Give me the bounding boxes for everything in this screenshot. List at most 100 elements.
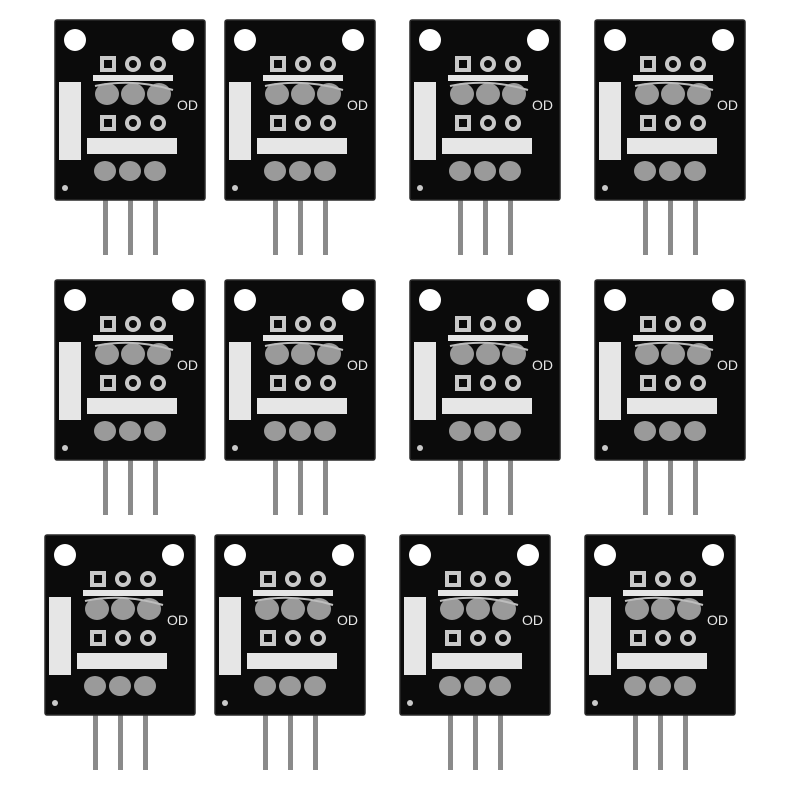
- pcb-board: [44, 534, 196, 716]
- solder-joint: [265, 83, 289, 105]
- solder-joint: [624, 676, 646, 696]
- mounting-hole: [54, 544, 76, 566]
- mounting-hole: [234, 289, 256, 311]
- solder-joint: [119, 161, 141, 181]
- silkscreen-line: [448, 335, 528, 341]
- silkscreen-bar: [59, 342, 81, 420]
- silkscreen-label-bar: [87, 138, 177, 154]
- silkscreen-label-bar: [77, 653, 167, 669]
- mounting-hole: [604, 289, 626, 311]
- silkscreen-line: [263, 75, 343, 81]
- pin: [128, 190, 133, 255]
- solder-joint: [291, 83, 315, 105]
- via: [417, 445, 423, 451]
- mounting-hole: [419, 29, 441, 51]
- solder-joint: [255, 598, 279, 620]
- silkscreen-line: [448, 75, 528, 81]
- sensor-module-5: OD: [54, 279, 215, 530]
- header-pins: [263, 705, 318, 770]
- via: [602, 185, 608, 191]
- pin: [693, 190, 698, 255]
- solder-joints: [439, 596, 519, 620]
- via: [592, 700, 598, 706]
- pad-row-top: [270, 56, 336, 72]
- solder-joint: [265, 343, 289, 365]
- pin: [483, 190, 488, 255]
- solder-joints: [634, 81, 714, 105]
- pad-row-middle: [100, 375, 166, 391]
- pin: [93, 705, 98, 770]
- solder-joint: [95, 83, 119, 105]
- sensor-module-2: OD: [224, 19, 385, 270]
- sensor-module-11: OD: [399, 534, 560, 785]
- pad-row-top: [455, 316, 521, 332]
- pin: [103, 450, 108, 515]
- via: [407, 700, 413, 706]
- header-pins: [273, 190, 328, 255]
- sensor-module-drawing: OD: [399, 534, 551, 770]
- silk-marking: OD: [177, 357, 198, 373]
- sensor-module-drawing: OD: [54, 19, 206, 255]
- silk-marking: OD: [707, 612, 728, 628]
- header-pins: [93, 705, 148, 770]
- header-solder-joints: [449, 421, 521, 441]
- silkscreen-bar: [599, 342, 621, 420]
- solder-joint: [634, 421, 656, 441]
- mounting-hole: [604, 29, 626, 51]
- mounting-hole: [234, 29, 256, 51]
- mounting-hole: [594, 544, 616, 566]
- sensor-module-10: OD: [214, 534, 375, 785]
- pcb-board: [594, 19, 746, 201]
- solder-joint: [111, 598, 135, 620]
- pin: [103, 190, 108, 255]
- pad-row-middle: [640, 375, 706, 391]
- silkscreen-label-bar: [257, 398, 347, 414]
- solder-joint: [94, 421, 116, 441]
- solder-joints: [254, 596, 334, 620]
- silk-marking: OD: [177, 97, 198, 113]
- solder-joint: [674, 676, 696, 696]
- silk-marking: OD: [532, 357, 553, 373]
- mounting-hole: [527, 29, 549, 51]
- solder-joints: [264, 341, 344, 365]
- pin: [273, 450, 278, 515]
- pin: [298, 450, 303, 515]
- solder-joint: [489, 676, 511, 696]
- mounting-hole: [342, 289, 364, 311]
- pcb-board: [399, 534, 551, 716]
- solder-joint: [651, 598, 675, 620]
- header-solder-joints: [264, 161, 336, 181]
- via: [222, 700, 228, 706]
- sensor-module-7: OD: [409, 279, 570, 530]
- solder-joint: [289, 161, 311, 181]
- solder-joint: [499, 421, 521, 441]
- pin: [643, 190, 648, 255]
- pin: [668, 190, 673, 255]
- solder-joint: [474, 161, 496, 181]
- pin: [313, 705, 318, 770]
- solder-joint: [661, 343, 685, 365]
- solder-joint: [109, 676, 131, 696]
- header-pins: [273, 450, 328, 515]
- pad-row-top: [270, 316, 336, 332]
- solder-joints: [449, 81, 529, 105]
- pad-row-middle: [260, 630, 326, 646]
- header-solder-joints: [439, 676, 511, 696]
- pin: [273, 190, 278, 255]
- header-solder-joints: [449, 161, 521, 181]
- pin: [483, 450, 488, 515]
- solder-joint: [289, 421, 311, 441]
- mounting-hole: [527, 289, 549, 311]
- solder-joint: [304, 676, 326, 696]
- pcb-board: [224, 19, 376, 201]
- header-pins: [643, 450, 698, 515]
- pad-row-top: [100, 316, 166, 332]
- pin: [298, 190, 303, 255]
- pin: [458, 450, 463, 515]
- silkscreen-bar: [49, 597, 71, 675]
- silk-marking: OD: [347, 97, 368, 113]
- pad-row-top: [640, 316, 706, 332]
- solder-joint: [450, 83, 474, 105]
- pcb-board: [224, 279, 376, 461]
- silkscreen-bar: [589, 597, 611, 675]
